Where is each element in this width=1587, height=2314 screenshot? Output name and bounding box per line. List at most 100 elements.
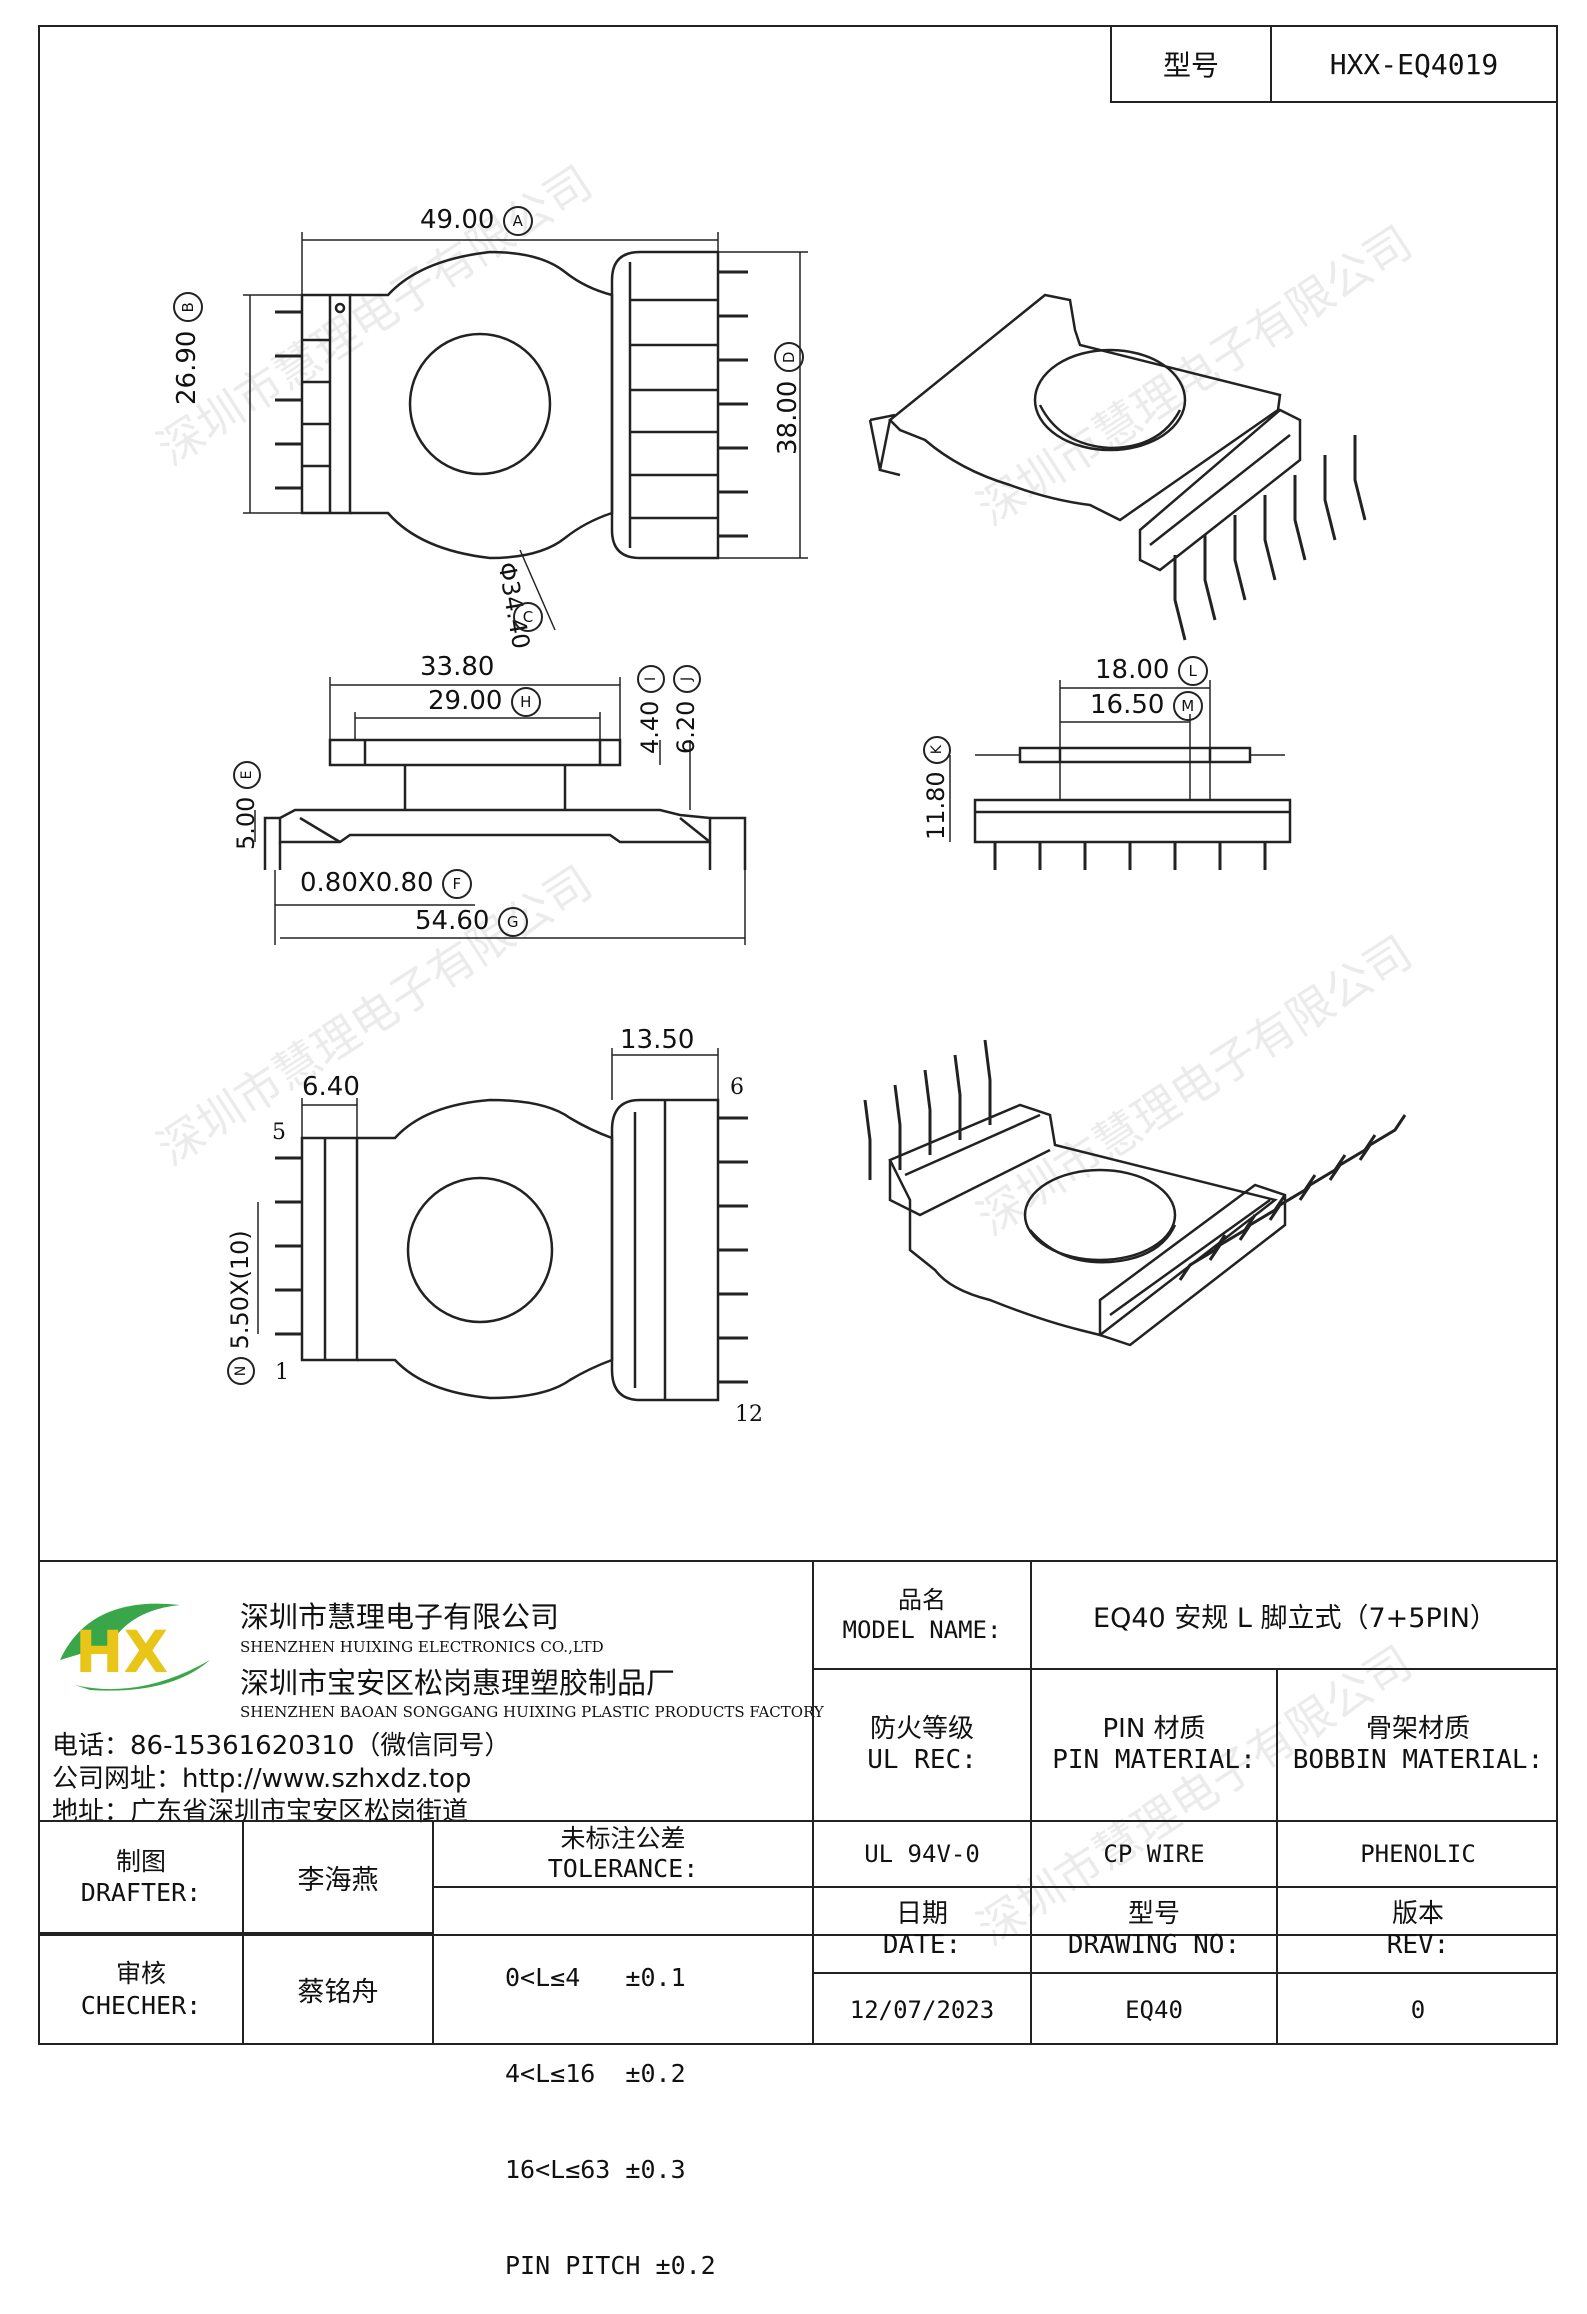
dim-l-tag: L [1177,655,1208,686]
grid-line [812,1886,1558,1888]
grid-line [812,1972,1558,1974]
dim-k: 11.80 K [922,735,951,840]
bobbin-label-cn: 骨架材质 [1365,1713,1470,1744]
bobbin-label-cell: 骨架材质 BOBBIN MATERIAL: [1278,1670,1558,1820]
drafter-value-cell: 李海燕 [244,1822,432,1932]
header-model-value: HXX-EQ4019 [1329,47,1499,81]
date-label-en: DATE: [882,1930,962,1960]
iso-view-bottom [863,1039,1407,1347]
checker-label-cell: 审核 CHECHER: [40,1934,242,2045]
rev-label-cn: 版本 [1391,1898,1444,1929]
company-tel: 电话：86-15361620310（微信同号） [52,1731,511,1761]
bobbin-label-en: BOBBIN MATERIAL: [1292,1745,1544,1775]
grid-line [434,1886,812,1888]
company-name-en-1: SHENZHEN HUIXING ELECTRONICS CO.,LTD [240,1638,604,1656]
date-label-cn: 日期 [895,1898,948,1929]
drawing-label-cell: 型号 DRAWING NO: [1032,1888,1276,1972]
grid-line [812,1560,814,2045]
header-model-value-cell: HXX-EQ4019 [1270,25,1558,103]
pin-label-6: 6 [730,1075,744,1100]
tolerance-line: PIN PITCH ±0.2 [505,2251,716,2280]
dim-l: 18.00 L [1095,655,1208,686]
dim-e-tag: E [233,760,261,789]
fire-label-cn: 防火等级 [869,1713,974,1744]
company-name-en-2: SHENZHEN BAOAN SONGGANG HUIXING PLASTIC … [240,1703,824,1721]
fire-label-en: UL REC: [867,1745,977,1775]
date-value-cell: 12/07/2023 [814,1974,1030,2045]
bobbin-value: PHENOLIC [1360,1840,1476,1868]
bottom-view [257,1048,748,1402]
side-view [949,680,1292,870]
dim-j-tag: J [673,664,701,693]
tolerance-label-cell: 未标注公差 TOLERANCE: [434,1822,812,1886]
dim-j: 6.20 J [672,664,701,754]
dim-b-tag: B [172,292,203,323]
dim-n: N 5.50X(10) [226,1230,255,1385]
product-value-cell: EQ40 安规 L 脚立式（7+5PIN） [1032,1562,1558,1668]
fire-value: UL 94V-0 [864,1840,980,1868]
dim-c-tag: C [513,602,543,632]
dim-d: 38.00 D [773,342,804,455]
grid-line [812,1668,1558,1670]
product-label-cn: 品名 [898,1586,946,1614]
grid-line [1030,1560,1032,2045]
company-web: 公司网址：http://www.szhxdz.top [52,1764,472,1794]
grid-line [432,1820,434,2045]
dim-a-tag: A [502,205,533,236]
header-model-label: 型号 [1162,49,1219,82]
drafter-label-cn: 制图 [115,1846,166,1876]
dim-n-tag: N [227,1357,255,1385]
rev-value-cell: 0 [1278,1974,1558,2045]
drafter-label-en: DRAFTER: [80,1878,202,1907]
company-name-cn-2: 深圳市宝安区松岗惠理塑胶制品厂 [240,1666,676,1700]
drawing-frame [38,25,1558,2045]
dim-w6: 6.40 [302,1072,360,1102]
rev-label-en: REV: [1386,1930,1450,1960]
dim-g-tag: G [497,906,528,937]
technical-drawing [243,232,1407,1402]
company-name-cn-1: 深圳市慧理电子有限公司 [240,1600,560,1634]
bobbin-value-cell: PHENOLIC [1278,1822,1558,1886]
tolerance-line: 4<L≤16 ±0.2 [505,2059,686,2088]
pin-label-1: 1 [275,1360,289,1385]
dim-h-tag: H [510,686,541,717]
dim-f-tag: F [441,868,472,899]
title-block-top-rule [38,1560,1558,1562]
tolerance-line: 0<L≤4 ±0.1 [505,1963,686,1992]
dim-m: 16.50 M [1090,690,1203,721]
tolerance-line: 16<L≤63 ±0.3 [505,2155,686,2184]
checker-value-cell: 蔡铭舟 [244,1934,432,2045]
product-value: EQ40 安规 L 脚立式（7+5PIN） [1093,1602,1497,1634]
company-address: 地址：广东省深圳市宝安区松岗街道 [52,1797,469,1827]
dim-g: 54.60 G [415,906,528,937]
grid-line [1276,1668,1278,2045]
drawing-value: EQ40 [1125,1995,1183,2024]
drafter-label-cell: 制图 DRAFTER: [40,1822,242,1932]
grid-line [38,1820,1558,1822]
dim-h: 29.00 H [428,686,541,717]
dim-m-tag: M [1172,690,1203,721]
product-label-en: MODEL NAME: [842,1616,1002,1644]
rev-value: 0 [1410,1995,1426,2024]
pin-label-en: PIN MATERIAL: [1052,1745,1256,1775]
grid-line [38,1934,1558,1936]
pin-label-cell: PIN 材质 PIN MATERIAL: [1032,1670,1276,1820]
dim-e: 5.00 E [232,760,261,850]
drawing-value-cell: EQ40 [1032,1974,1276,2045]
tolerance-list: 0<L≤4 ±0.1 4<L≤16 ±0.2 16<L≤63 ±0.3 PIN … [505,1898,716,2314]
front-view [254,677,747,945]
logo-letters: HX [75,1618,168,1686]
pin-label-12: 12 [735,1402,763,1427]
date-label-cell: 日期 DATE: [814,1888,1030,1972]
iso-view-top [868,293,1367,641]
tolerance-label-en: TOLERANCE: [547,1854,699,1883]
pin-value-cell: CP WIRE [1032,1822,1276,1886]
checker-label-en: CHECHER: [80,1990,202,2020]
dim-i-tag: I [637,664,665,693]
dim-w33: 33.80 [420,652,495,682]
product-label-cell: 品名 MODEL NAME: [814,1562,1030,1668]
grid-line [38,1932,432,1934]
checker-value: 蔡铭舟 [297,1977,379,2008]
drawing-label-cn: 型号 [1127,1898,1180,1929]
drawing-label-en: DRAWING NO: [1067,1930,1241,1960]
